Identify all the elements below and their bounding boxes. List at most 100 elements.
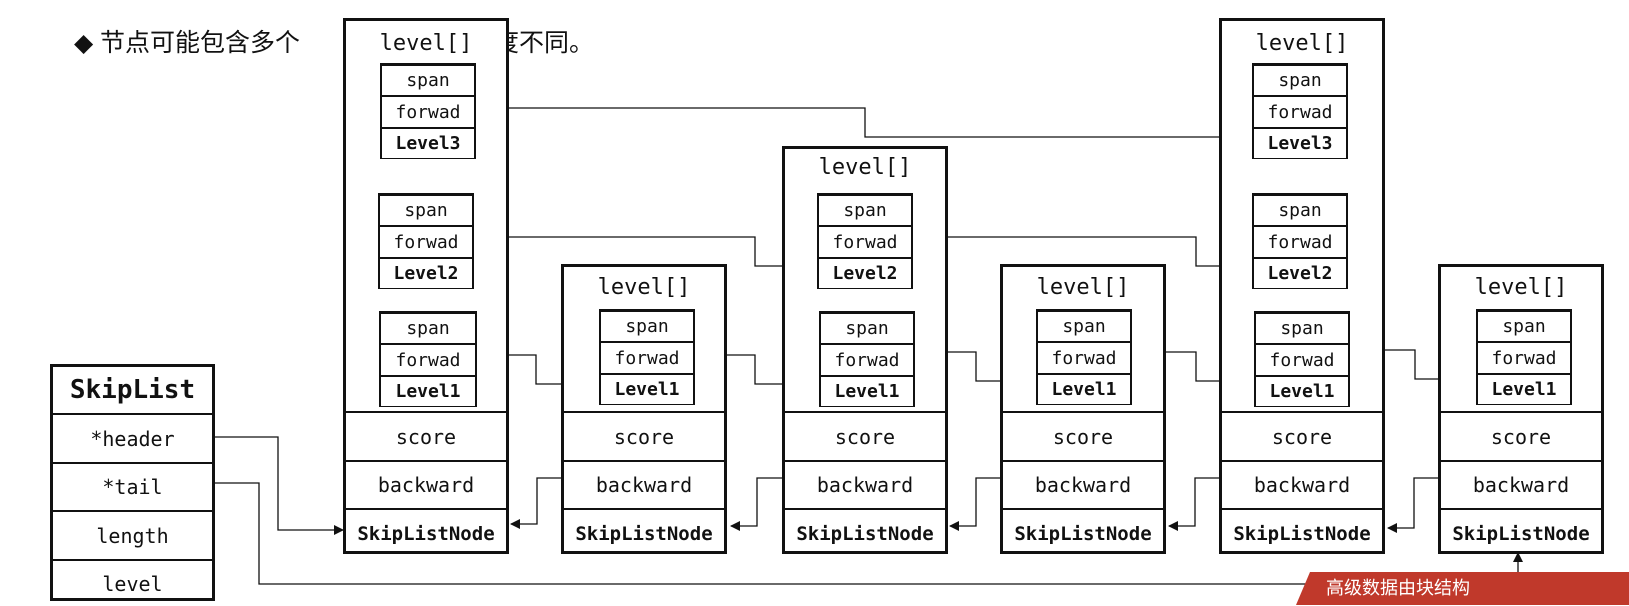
backward-arrow-4 (1168, 477, 1219, 531)
skiplist-field-tail: *tail (53, 462, 212, 510)
node-fields: score backward SkipListNode (1222, 411, 1382, 551)
level1-entry: span forwad Level1 (599, 309, 695, 405)
span-cell: span (817, 195, 913, 226)
level-label-cell: Level1 (379, 376, 477, 407)
level-label-cell: Level1 (1254, 376, 1350, 407)
level-label-cell: Level2 (378, 258, 474, 289)
level-array-title: level[] (597, 275, 691, 300)
backward-field: backward (564, 460, 724, 508)
score-field: score (1222, 411, 1382, 460)
backward-field: backward (785, 460, 945, 508)
forward-cell: forwad (817, 226, 913, 258)
slide-text-suffix: 度不同。 (494, 28, 595, 57)
skiplist-title: SkipList (69, 375, 196, 405)
forward-cell: forwad (379, 344, 477, 376)
node-type-label: SkipListNode (1003, 508, 1163, 557)
backward-arrow-5 (1387, 477, 1438, 533)
node-type-label: SkipListNode (346, 508, 506, 557)
span-cell: span (819, 313, 915, 344)
skiplist-field-level: level (53, 559, 212, 606)
forward-cell: forwad (378, 226, 474, 258)
skiplist-node-0: level[] span forwad Level3 span forwad L… (343, 18, 509, 554)
span-cell: span (1252, 195, 1348, 226)
level3-forward-arrow (458, 107, 1249, 142)
skiplist-node-4: level[] span forwad Level3 span forwad L… (1219, 18, 1385, 554)
node-type-label: SkipListNode (1441, 508, 1601, 557)
score-field: score (564, 411, 724, 460)
level-label-cell: Level3 (1252, 128, 1348, 159)
node-type-label: SkipListNode (564, 508, 724, 557)
forward-cell: forwad (599, 342, 695, 374)
level2-entry: span forwad Level2 (378, 193, 474, 289)
level-label-cell: Level2 (1252, 258, 1348, 289)
slide-bullet-text: ◆节点可能包含多个 (74, 22, 300, 64)
backward-field: backward (1222, 460, 1382, 508)
backward-arrow-2 (730, 477, 782, 531)
node-fields: score backward SkipListNode (564, 411, 724, 551)
level2-entry: span forwad Level2 (1252, 193, 1348, 289)
forward-cell: forwad (1252, 226, 1348, 258)
forward-cell: forwad (1036, 342, 1132, 374)
node-fields: score backward SkipListNode (1441, 411, 1601, 551)
forward-cell: forwad (380, 96, 476, 128)
level-label-cell: Level1 (819, 376, 915, 407)
level1-entry: span forwad Level1 (379, 311, 477, 407)
node-type-label: SkipListNode (1222, 508, 1382, 557)
level1-entry: span forwad Level1 (1254, 311, 1350, 407)
backward-arrow-1 (510, 477, 561, 529)
skiplist-node-5: level[] span forwad Level1 score backwar… (1438, 264, 1604, 554)
level-label-cell: Level1 (1036, 374, 1132, 405)
level-label-cell: Level1 (599, 374, 695, 405)
level-array-title: level[] (1255, 31, 1349, 56)
span-cell: span (1036, 311, 1132, 342)
span-cell: span (1252, 65, 1348, 96)
level1-entry: span forwad Level1 (1476, 309, 1572, 405)
slide-text-prefix: 节点可能包含多个 (100, 28, 301, 57)
span-cell: span (380, 65, 476, 96)
diamond-bullet-icon: ◆ (74, 28, 94, 57)
skiplist-field-header: *header (53, 413, 212, 462)
score-field: score (1441, 411, 1601, 460)
score-field: score (346, 411, 506, 460)
level2-entry: span forwad Level2 (817, 193, 913, 289)
forward-cell: forwad (1254, 344, 1350, 376)
span-cell: span (599, 311, 695, 342)
skiplist-field-length: length (53, 510, 212, 559)
skiplist-node-1: level[] span forwad Level1 score backwar… (561, 264, 727, 554)
backward-field: backward (1003, 460, 1163, 508)
level3-entry: span forwad Level3 (380, 63, 476, 159)
level2-forward-arrow-1 (456, 236, 809, 271)
node-type-label: SkipListNode (785, 508, 945, 557)
level1-entry: span forwad Level1 (1036, 309, 1132, 405)
backward-field: backward (346, 460, 506, 508)
level-array-title: level[] (1474, 275, 1568, 300)
skiplist-node-2: level[] span forwad Level2 span forwad L… (782, 146, 948, 554)
backward-field: backward (1441, 460, 1601, 508)
level1-entry: span forwad Level1 (819, 311, 915, 407)
node-fields: score backward SkipListNode (346, 411, 506, 551)
level-label-cell: Level1 (1476, 374, 1572, 405)
forward-cell: forwad (819, 344, 915, 376)
corner-banner: 高级数据由块结构 (1296, 572, 1629, 605)
span-cell: span (1254, 313, 1350, 344)
span-cell: span (378, 195, 474, 226)
level-label-cell: Level2 (817, 258, 913, 289)
level-label-cell: Level3 (380, 128, 476, 159)
forward-cell: forwad (1476, 342, 1572, 374)
skiplist-node-3: level[] span forwad Level1 score backwar… (1000, 264, 1166, 554)
score-field: score (1003, 411, 1163, 460)
node-fields: score backward SkipListNode (785, 411, 945, 551)
span-cell: span (1476, 311, 1572, 342)
level2-forward-arrow-2 (910, 236, 1249, 271)
backward-arrow-3 (949, 477, 1000, 531)
level-array-title: level[] (1036, 275, 1130, 300)
forward-cell: forwad (1252, 96, 1348, 128)
level-array-title: level[] (818, 155, 912, 180)
skiplist-struct: SkipList *header *tail length level (50, 364, 215, 601)
level-array-title: level[] (379, 31, 473, 56)
level3-entry: span forwad Level3 (1252, 63, 1348, 159)
score-field: score (785, 411, 945, 460)
header-pointer-arrow (213, 436, 344, 535)
node-fields: score backward SkipListNode (1003, 411, 1163, 551)
span-cell: span (379, 313, 477, 344)
